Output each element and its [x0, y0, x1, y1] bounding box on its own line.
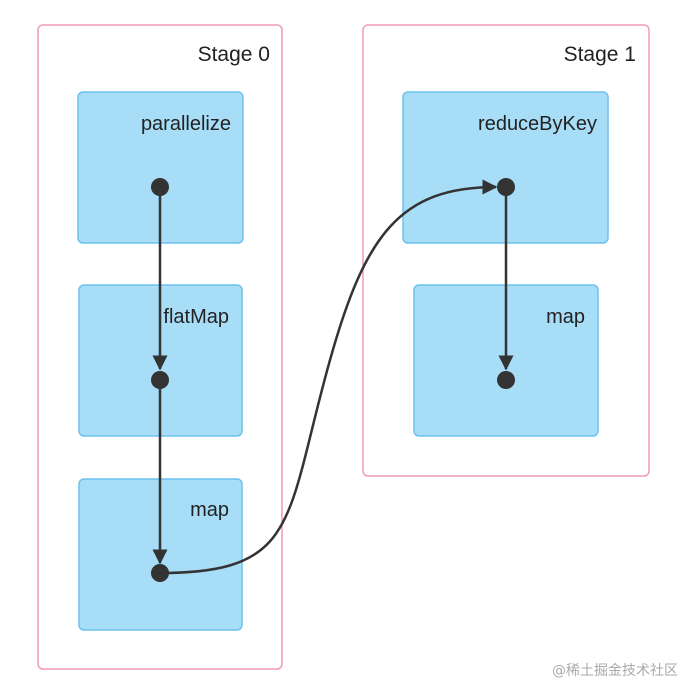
node-map-stage1 — [497, 371, 515, 389]
watermark: @稀土掘金技术社区 — [552, 663, 678, 679]
rdd-parallelize-label: parallelize — [141, 113, 231, 135]
node-reducebykey — [497, 178, 515, 196]
stage-1-label: Stage 1 — [564, 43, 636, 66]
stage-0-label: Stage 0 — [198, 43, 270, 66]
node-map-stage0 — [151, 564, 169, 582]
node-flatmap — [151, 371, 169, 389]
rdd-reducebykey-label: reduceByKey — [478, 113, 597, 135]
rdd-map-stage1-label: map — [546, 306, 585, 328]
stage-0-box — [37, 24, 283, 670]
stage-1-box — [362, 24, 650, 477]
rdd-map-stage0-label: map — [190, 499, 229, 521]
edge-map-to-reducebykey — [159, 179, 498, 575]
node-parallelize — [151, 178, 169, 196]
rdd-flatmap-label: flatMap — [163, 306, 229, 328]
rdd-parallelize: parallelize — [77, 91, 244, 244]
